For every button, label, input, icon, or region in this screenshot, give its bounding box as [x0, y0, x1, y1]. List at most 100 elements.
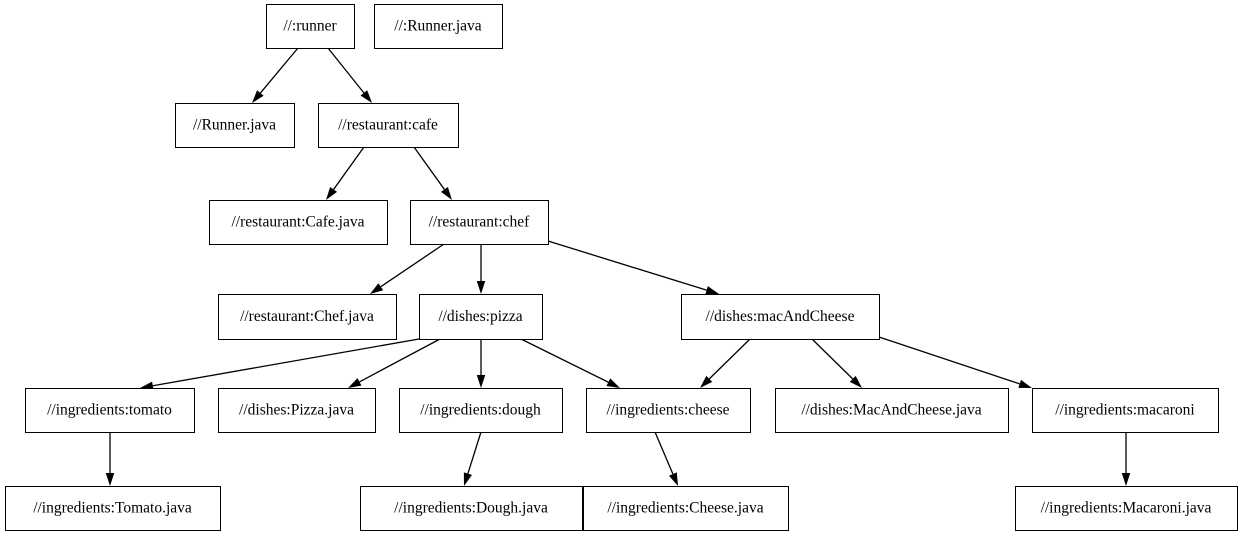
graph-edge — [811, 338, 862, 388]
node-label: //ingredients:macaroni — [1055, 402, 1195, 419]
graph-node[interactable]: //restaurant:chef — [409, 199, 550, 246]
arrowhead-icon — [476, 281, 486, 294]
node-label: //dishes:MacAndCheese.java — [801, 402, 981, 419]
graph-edge — [326, 146, 365, 200]
arrowhead-icon — [463, 472, 472, 486]
node-box[interactable] — [585, 387, 752, 434]
graph-node[interactable]: //restaurant:Cafe.java — [208, 199, 389, 246]
node-box[interactable] — [1014, 485, 1239, 532]
graph-edge — [476, 339, 486, 388]
node-label: //restaurant:cafe — [338, 117, 438, 134]
edge-line — [152, 338, 420, 387]
node-box[interactable] — [265, 3, 356, 50]
node-box[interactable] — [24, 387, 196, 434]
node-label: //ingredients:Cheese.java — [607, 500, 763, 517]
node-box[interactable] — [582, 485, 790, 532]
node-label: //:runner — [283, 18, 337, 35]
node-box[interactable] — [418, 293, 544, 341]
arrowhead-icon — [360, 90, 372, 103]
arrowhead-icon — [105, 473, 115, 486]
edge-line — [467, 431, 482, 474]
edge-line — [413, 146, 445, 190]
node-label: //dishes:macAndCheese — [706, 308, 855, 325]
graph-edge — [413, 146, 452, 200]
graph-edge — [520, 338, 620, 388]
node-box[interactable] — [208, 199, 389, 246]
node-label: //restaurant:Cafe.java — [232, 214, 365, 231]
graph-node[interactable]: //dishes:Pizza.java — [217, 387, 377, 434]
arrowhead-icon — [252, 90, 264, 103]
graph-node[interactable]: //ingredients:tomato — [24, 387, 196, 434]
graph-edge — [105, 432, 115, 486]
node-box[interactable] — [317, 102, 460, 149]
edge-line — [878, 336, 1020, 385]
edge-line — [708, 338, 751, 380]
node-box[interactable] — [1031, 387, 1220, 434]
node-box[interactable] — [4, 485, 222, 532]
node-label: //ingredients:cheese — [606, 402, 729, 419]
arrowhead-icon — [440, 186, 452, 200]
arrowhead-icon — [1018, 379, 1032, 388]
node-box[interactable] — [398, 387, 564, 434]
graph-node[interactable]: //restaurant:Chef.java — [217, 293, 398, 341]
graph-node[interactable]: //ingredients:macaroni — [1031, 387, 1220, 434]
graph-node[interactable]: //restaurant:cafe — [317, 102, 460, 149]
node-label: //ingredients:dough — [420, 402, 541, 419]
node-box[interactable] — [217, 387, 377, 434]
node-label: //:Runner.java — [394, 18, 482, 35]
node-label: //ingredients:Macaroni.java — [1041, 500, 1212, 517]
graph-edge — [327, 47, 372, 103]
graph-node[interactable]: //:Runner.java — [373, 3, 504, 50]
graph-node[interactable]: //ingredients:Dough.java — [359, 485, 584, 532]
edge-line — [547, 240, 707, 291]
edge-line — [380, 243, 445, 288]
arrowhead-icon — [140, 381, 154, 390]
graph-nodes-layer: //:runner //:Runner.java //Runner.java //re… — [4, 3, 1239, 532]
node-label: //Runner.java — [193, 117, 276, 134]
node-box[interactable] — [774, 387, 1010, 434]
graph-node[interactable]: //ingredients:Tomato.java — [4, 485, 222, 532]
graph-node[interactable]: //:runner — [265, 3, 356, 50]
graph-node[interactable]: //ingredients:Macaroni.java — [1014, 485, 1239, 532]
node-label: //ingredients:Tomato.java — [33, 500, 192, 517]
node-box[interactable] — [174, 102, 296, 149]
graph-edge — [547, 240, 719, 295]
edge-line — [259, 47, 299, 94]
arrowhead-icon — [700, 375, 713, 388]
graph-edge — [1121, 432, 1131, 486]
graph-node[interactable]: //dishes:MacAndCheese.java — [774, 387, 1010, 434]
node-label: //restaurant:Chef.java — [240, 308, 374, 325]
arrowhead-icon — [705, 286, 719, 295]
node-box[interactable] — [409, 199, 550, 246]
graph-edge — [370, 243, 445, 294]
edge-line — [811, 338, 854, 380]
arrowhead-icon — [348, 378, 362, 388]
node-box[interactable] — [217, 293, 398, 341]
graph-edges-layer — [105, 47, 1131, 486]
edge-line — [520, 338, 609, 383]
graph-edge — [463, 431, 482, 486]
node-box[interactable] — [373, 3, 504, 50]
node-label: //ingredients:tomato — [47, 402, 172, 419]
node-label: //dishes:Pizza.java — [239, 402, 354, 419]
graph-node[interactable]: //ingredients:Cheese.java — [582, 485, 790, 532]
node-box[interactable] — [359, 485, 584, 532]
graph-node[interactable]: //ingredients:dough — [398, 387, 564, 434]
graph-edge — [700, 338, 751, 388]
edge-line — [333, 146, 365, 190]
graph-node[interactable]: //dishes:macAndCheese — [680, 293, 881, 341]
graph-edge — [878, 336, 1032, 388]
edge-line — [327, 47, 365, 94]
graph-node[interactable]: //dishes:pizza — [418, 293, 544, 341]
arrowhead-icon — [606, 378, 620, 388]
graph-edge — [348, 338, 441, 388]
graph-edge — [476, 244, 486, 294]
graph-node[interactable]: //Runner.java — [174, 102, 296, 149]
graph-edge — [140, 338, 420, 390]
graph-edge — [654, 431, 678, 486]
graph-node[interactable]: //ingredients:cheese — [585, 387, 752, 434]
node-label: //restaurant:chef — [429, 214, 531, 231]
node-box[interactable] — [680, 293, 881, 341]
